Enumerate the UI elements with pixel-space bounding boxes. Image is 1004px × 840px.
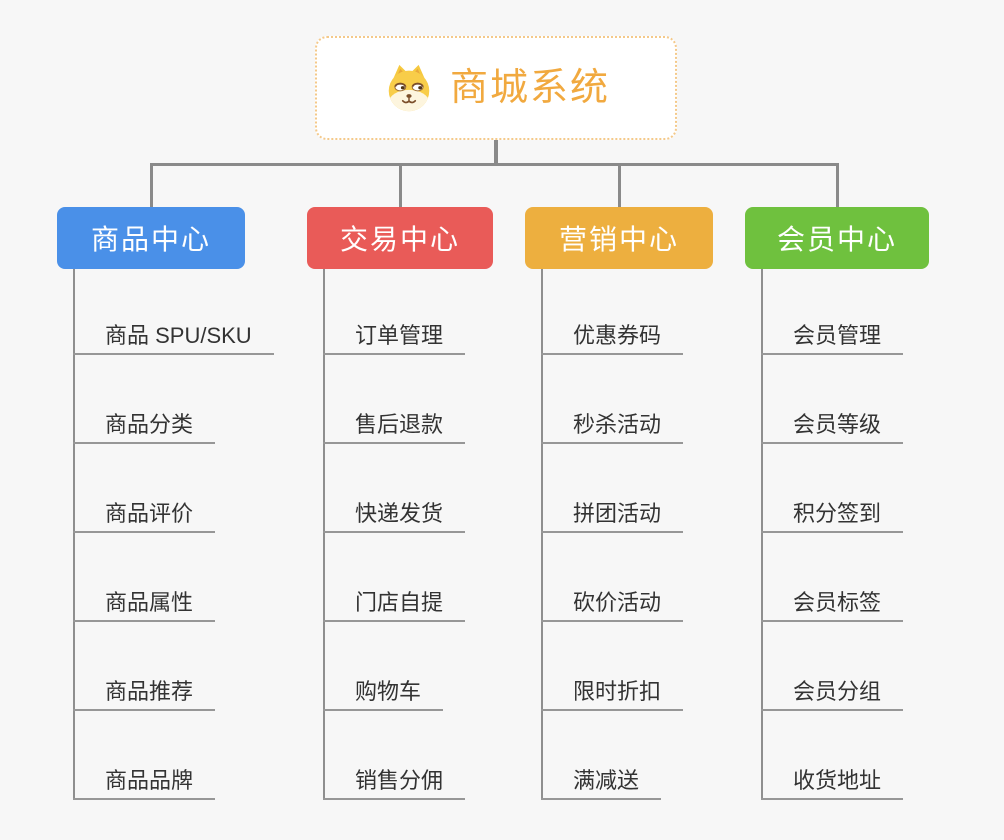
leaf-topic[interactable]: 商品属性 <box>73 584 216 622</box>
branch-topic-trade-center[interactable]: 交易中心 <box>307 207 493 269</box>
leaf-topic[interactable]: 满减送 <box>541 762 662 800</box>
leaf-topic[interactable]: 拼团活动 <box>541 495 684 533</box>
connector-spine-member-center <box>761 269 763 800</box>
leaf-topic[interactable]: 砍价活动 <box>541 584 684 622</box>
leaf-topic-label: 商品分类 <box>105 412 194 437</box>
leaf-topic-label: 商品 SPU/SKU <box>105 323 252 348</box>
leaf-topic-label: 会员分组 <box>793 679 882 704</box>
branch-topic-label: 交易中心 <box>339 224 460 255</box>
leaf-topic[interactable]: 商品评价 <box>73 495 216 533</box>
leaf-topic[interactable]: 购物车 <box>323 673 444 711</box>
shiba-dog-icon <box>382 61 436 115</box>
branch-topic-marketing-center[interactable]: 营销中心 <box>525 207 713 269</box>
leaf-topic-label: 积分签到 <box>793 501 882 526</box>
root-connector-stem <box>494 139 498 166</box>
leaf-topic[interactable]: 快递发货 <box>323 495 466 533</box>
leaf-topic-label: 销售分佣 <box>355 768 444 793</box>
leaf-topic-label: 收货地址 <box>793 768 882 793</box>
connector-spine-trade-center <box>323 269 325 800</box>
branch-topic-product-center[interactable]: 商品中心 <box>57 207 245 269</box>
leaf-topic[interactable]: 优惠券码 <box>541 317 684 355</box>
leaf-topic[interactable]: 积分签到 <box>761 495 904 533</box>
leaf-topic-label: 商品品牌 <box>105 768 194 793</box>
branch-topic-label: 会员中心 <box>776 224 897 255</box>
leaf-topic-label: 会员管理 <box>793 323 882 348</box>
leaf-topic[interactable]: 商品推荐 <box>73 673 216 711</box>
leaf-topic-label: 会员标签 <box>793 590 882 615</box>
leaf-topic[interactable]: 订单管理 <box>323 317 466 355</box>
leaf-topic-label: 满减送 <box>573 768 640 793</box>
leaf-topic-label: 限时折扣 <box>573 679 662 704</box>
connector-stub-product-center <box>150 165 153 208</box>
connector-rail <box>150 163 839 166</box>
leaf-topic[interactable]: 商品品牌 <box>73 762 216 800</box>
leaf-topic-label: 秒杀活动 <box>573 412 662 437</box>
leaf-topic-label: 拼团活动 <box>573 501 662 526</box>
root-topic-label: 商城系统 <box>449 67 610 109</box>
leaf-topic[interactable]: 门店自提 <box>323 584 466 622</box>
leaf-topic-label: 砍价活动 <box>573 590 662 615</box>
branch-topic-member-center[interactable]: 会员中心 <box>745 207 929 269</box>
leaf-topic-label: 商品评价 <box>105 501 194 526</box>
branch-topic-label: 商品中心 <box>90 224 211 255</box>
leaf-topic-label: 售后退款 <box>355 412 444 437</box>
connector-stub-trade-center <box>399 165 402 208</box>
leaf-topic[interactable]: 秒杀活动 <box>541 406 684 444</box>
leaf-topic[interactable]: 商品 SPU/SKU <box>73 317 274 355</box>
leaf-topic-label: 商品推荐 <box>105 679 194 704</box>
connector-spine-product-center <box>73 269 75 800</box>
leaf-topic[interactable]: 售后退款 <box>323 406 466 444</box>
leaf-topic[interactable]: 收货地址 <box>761 762 904 800</box>
leaf-topic[interactable]: 会员标签 <box>761 584 904 622</box>
leaf-topic-label: 门店自提 <box>355 590 444 615</box>
leaf-topic[interactable]: 限时折扣 <box>541 673 684 711</box>
leaf-topic-label: 订单管理 <box>355 323 444 348</box>
leaf-topic[interactable]: 会员分组 <box>761 673 904 711</box>
connector-stub-member-center <box>836 165 839 208</box>
leaf-topic-label: 会员等级 <box>793 412 882 437</box>
connector-stub-marketing-center <box>618 165 621 208</box>
connector-spine-marketing-center <box>541 269 543 800</box>
leaf-topic[interactable]: 会员等级 <box>761 406 904 444</box>
leaf-topic-label: 商品属性 <box>105 590 194 615</box>
leaf-topic-label: 优惠券码 <box>573 323 662 348</box>
branch-topic-label: 营销中心 <box>558 224 679 255</box>
leaf-topic[interactable]: 商品分类 <box>73 406 216 444</box>
leaf-topic-label: 快递发货 <box>355 501 444 526</box>
leaf-topic[interactable]: 销售分佣 <box>323 762 466 800</box>
leaf-topic-label: 购物车 <box>355 679 422 704</box>
root-topic[interactable]: 商城系统 <box>315 36 677 140</box>
leaf-topic[interactable]: 会员管理 <box>761 317 904 355</box>
